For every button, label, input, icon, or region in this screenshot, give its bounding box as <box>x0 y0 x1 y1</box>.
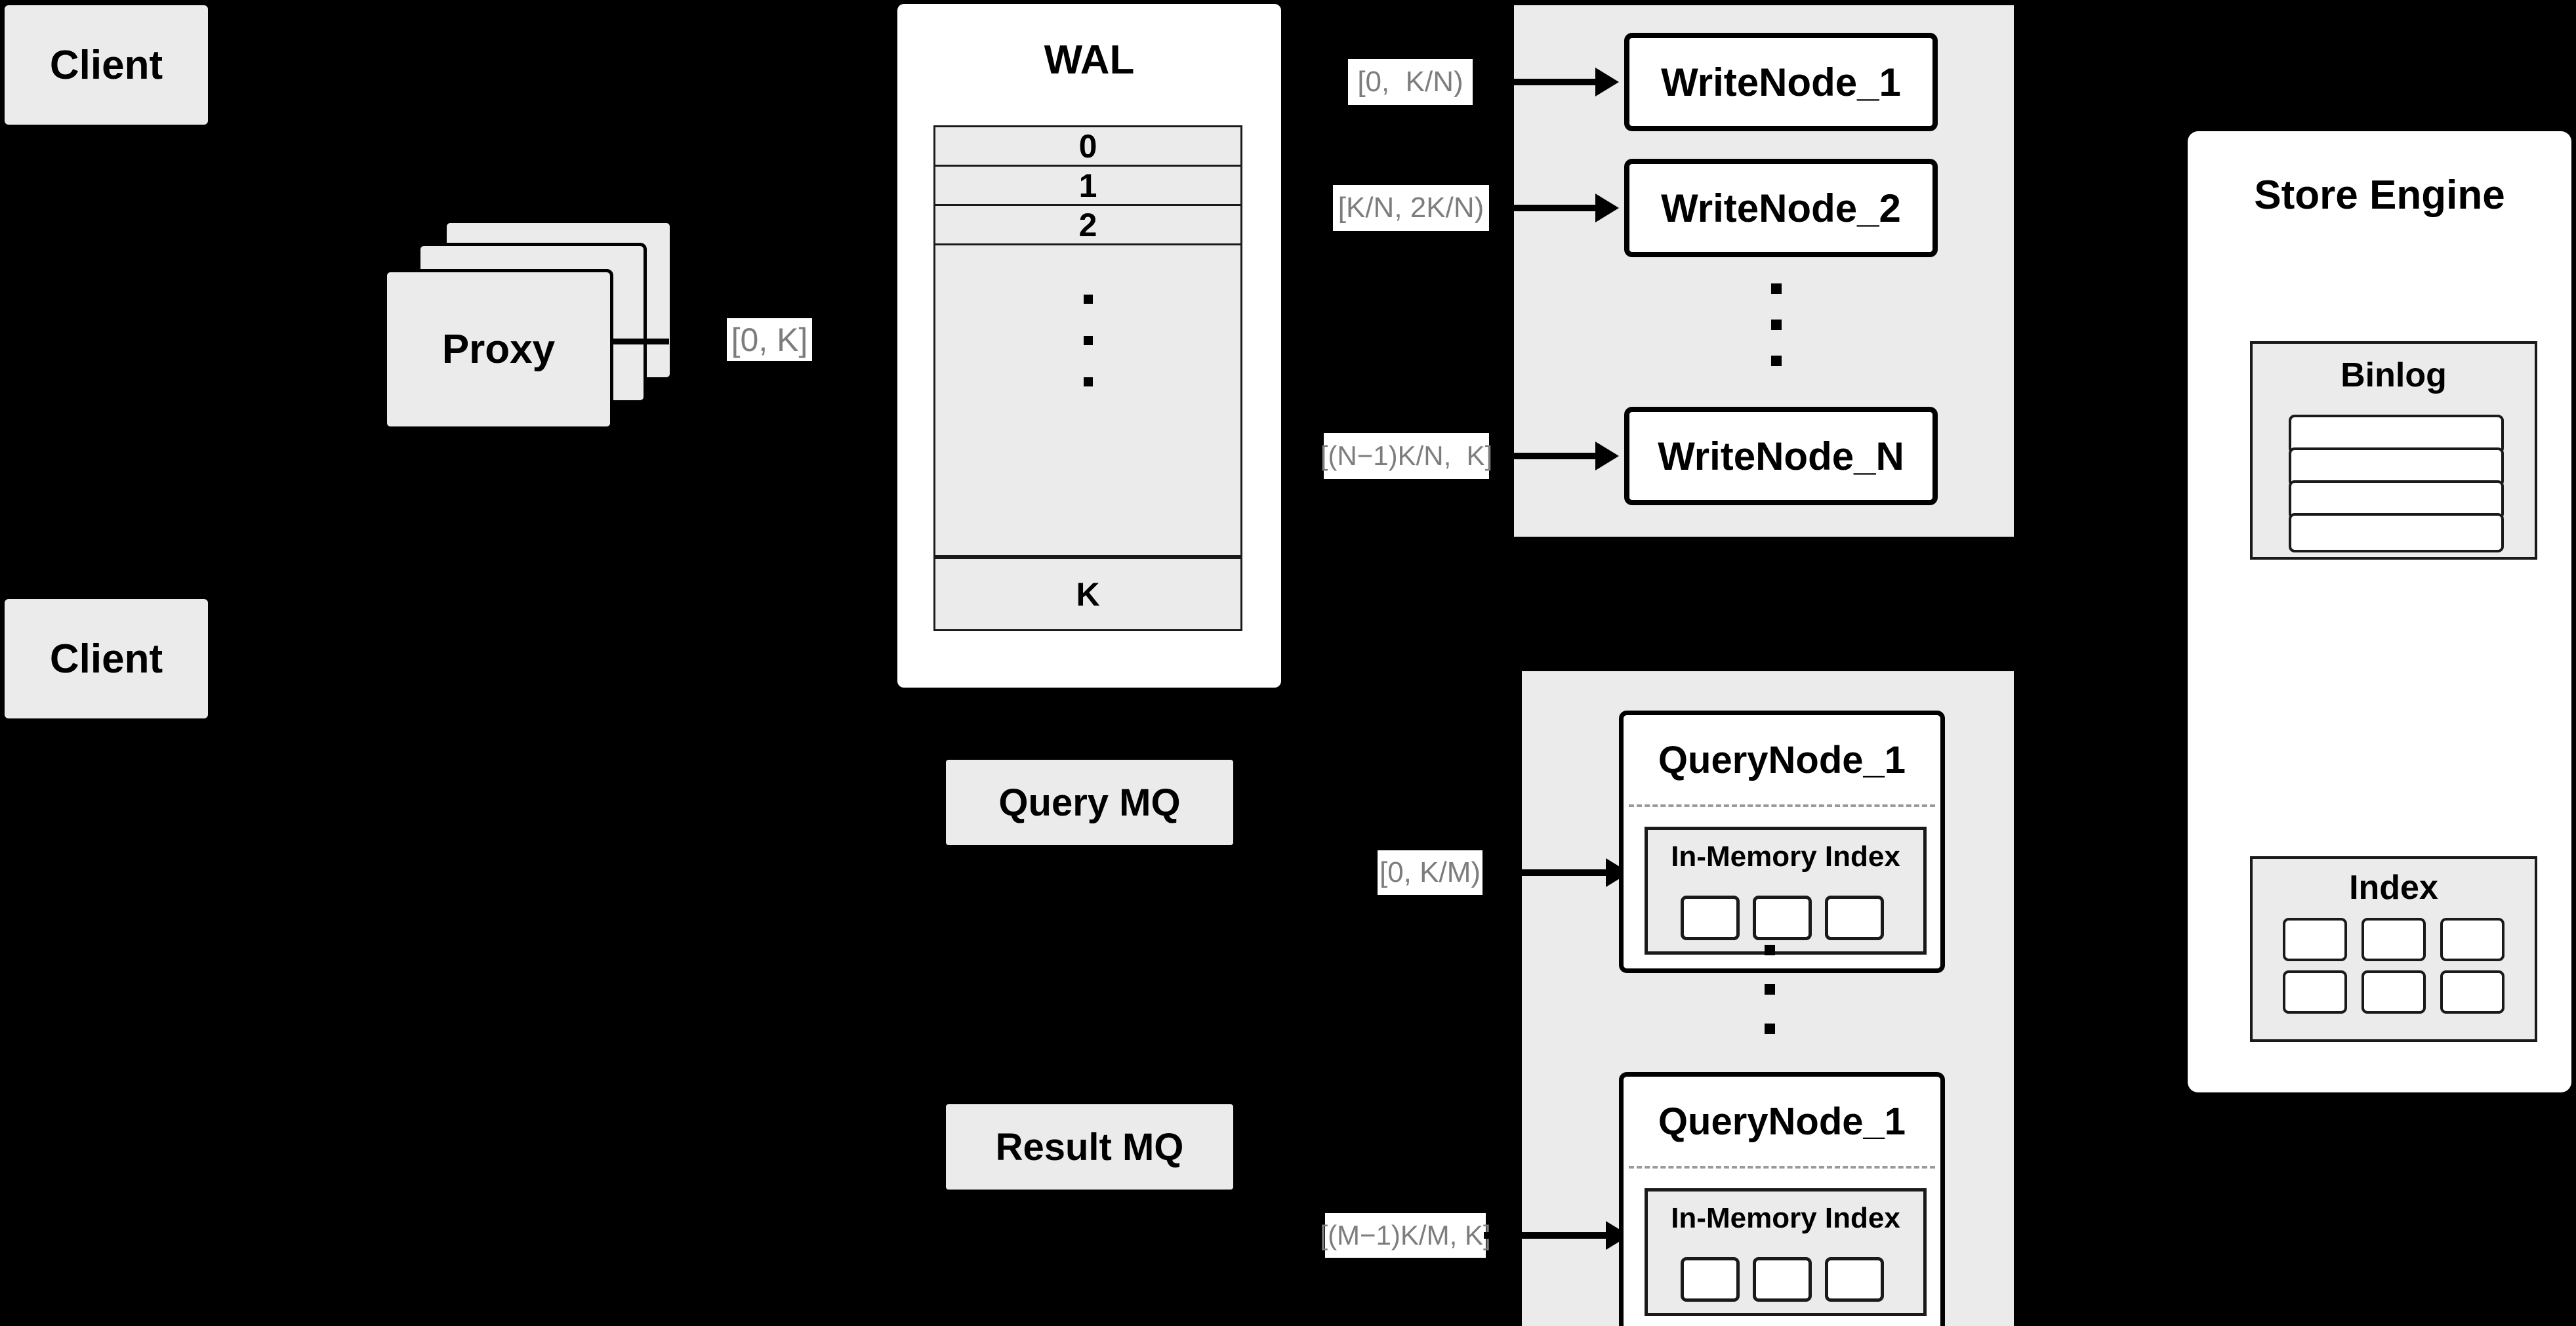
write-node-1-arrow-head <box>1595 68 1619 96</box>
write-node-2-arrow-head <box>1595 194 1619 222</box>
store-engine-panel: Store Engine Binlog Index <box>2188 131 2571 1092</box>
in-memory-index-cell <box>1825 1257 1884 1302</box>
ellipsis-dot <box>1083 295 1093 304</box>
wal-row: 1 <box>935 167 1240 206</box>
client-label: Client <box>49 42 163 88</box>
query-node-2-box: QueryNode_1 In-Memory Index <box>1619 1072 1945 1326</box>
query-node-2-divider <box>1629 1166 1935 1169</box>
query-mq-box: Query MQ <box>946 760 1233 845</box>
write-cluster-ellipsis-dot <box>1771 283 1782 294</box>
wal-row: K <box>935 557 1240 629</box>
in-memory-index-cell <box>1681 896 1740 940</box>
wal-table: 0 1 2 K <box>933 125 1242 631</box>
index-panel: Index <box>2250 856 2537 1042</box>
query-node-2-arrow-shaft <box>1484 1232 1608 1239</box>
query-node-1-arrow-shaft <box>1484 869 1608 876</box>
wal-row-ellipsis <box>935 245 1240 557</box>
write-node-2-range-label: [K/N, 2K/N) <box>1333 185 1489 231</box>
proxy-card-front: Proxy <box>384 269 613 430</box>
in-memory-index-cell <box>1681 1257 1740 1302</box>
ellipsis-dot <box>1083 336 1093 345</box>
index-cell <box>2283 970 2347 1014</box>
index-arrow-shaft <box>2146 950 2196 956</box>
index-cell <box>2283 918 2347 961</box>
in-memory-index-title: In-Memory Index <box>1671 840 1900 873</box>
in-memory-index-cell <box>1825 896 1884 940</box>
write-node-n-arrow-shaft <box>1492 453 1599 459</box>
wal-panel: WAL 0 1 2 K <box>897 4 1281 688</box>
index-cell <box>2361 970 2426 1014</box>
query-node-1-title: QueryNode_1 <box>1658 739 1906 781</box>
ellipsis-dot <box>1083 377 1093 386</box>
binlog-panel: Binlog <box>2250 341 2537 560</box>
client-box-top: Client <box>5 5 208 125</box>
write-node-2-arrow-shaft <box>1492 205 1599 211</box>
write-node-1-range-label: [0, K/N) <box>1348 59 1473 105</box>
query-cluster-ellipsis-dot <box>1765 945 1775 955</box>
index-title: Index <box>2349 869 2438 907</box>
proxy-label: Proxy <box>441 327 556 372</box>
in-memory-index-box: In-Memory Index <box>1645 827 1927 955</box>
wal-title: WAL <box>1044 37 1135 83</box>
binlog-arrow-shaft <box>2146 388 2196 394</box>
write-node-n-range-label: [(N−1)K/N, K] <box>1320 433 1492 479</box>
result-mq-label: Result MQ <box>995 1125 1184 1169</box>
query-cluster-ellipsis-dot <box>1765 1024 1775 1034</box>
query-mq-label: Query MQ <box>998 781 1181 824</box>
store-engine-title: Store Engine <box>2254 173 2505 218</box>
client-label: Client <box>49 636 163 682</box>
proxy-range-label: [0, K] <box>727 318 812 361</box>
write-cluster-ellipsis-dot <box>1771 356 1782 366</box>
client-box-bottom: Client <box>5 599 208 718</box>
query-node-1-divider <box>1629 804 1935 807</box>
index-cell <box>2440 970 2504 1014</box>
write-node-n-arrow-head <box>1595 442 1619 470</box>
binlog-title: Binlog <box>2341 356 2447 394</box>
result-mq-box: Result MQ <box>946 1104 1233 1190</box>
in-memory-index-cell <box>1753 1257 1812 1302</box>
query-node-2-range-label: [(M−1)K/M, K] <box>1320 1213 1491 1258</box>
index-cell <box>2361 918 2426 961</box>
in-memory-index-box: In-Memory Index <box>1645 1188 1927 1316</box>
binlog-bar <box>2289 513 2504 552</box>
write-node-2-box: WriteNode_2 <box>1624 159 1938 257</box>
query-node-1-box: QueryNode_1 In-Memory Index <box>1619 711 1945 973</box>
proxy-wal-connector <box>613 339 669 344</box>
wal-row: 2 <box>935 206 1240 245</box>
query-cluster-ellipsis-dot <box>1765 984 1775 995</box>
wal-row: 0 <box>935 127 1240 167</box>
write-cluster-ellipsis-dot <box>1771 320 1782 330</box>
write-node-n-box: WriteNode_N <box>1624 407 1938 505</box>
in-memory-index-title: In-Memory Index <box>1671 1202 1900 1234</box>
query-node-2-title: QueryNode_1 <box>1658 1100 1906 1143</box>
write-node-1-box: WriteNode_1 <box>1624 33 1938 131</box>
query-node-1-range-label: [0, K/M) <box>1378 850 1482 895</box>
in-memory-index-cell <box>1753 896 1812 940</box>
index-cell <box>2440 918 2504 961</box>
write-node-1-arrow-shaft <box>1477 79 1599 85</box>
